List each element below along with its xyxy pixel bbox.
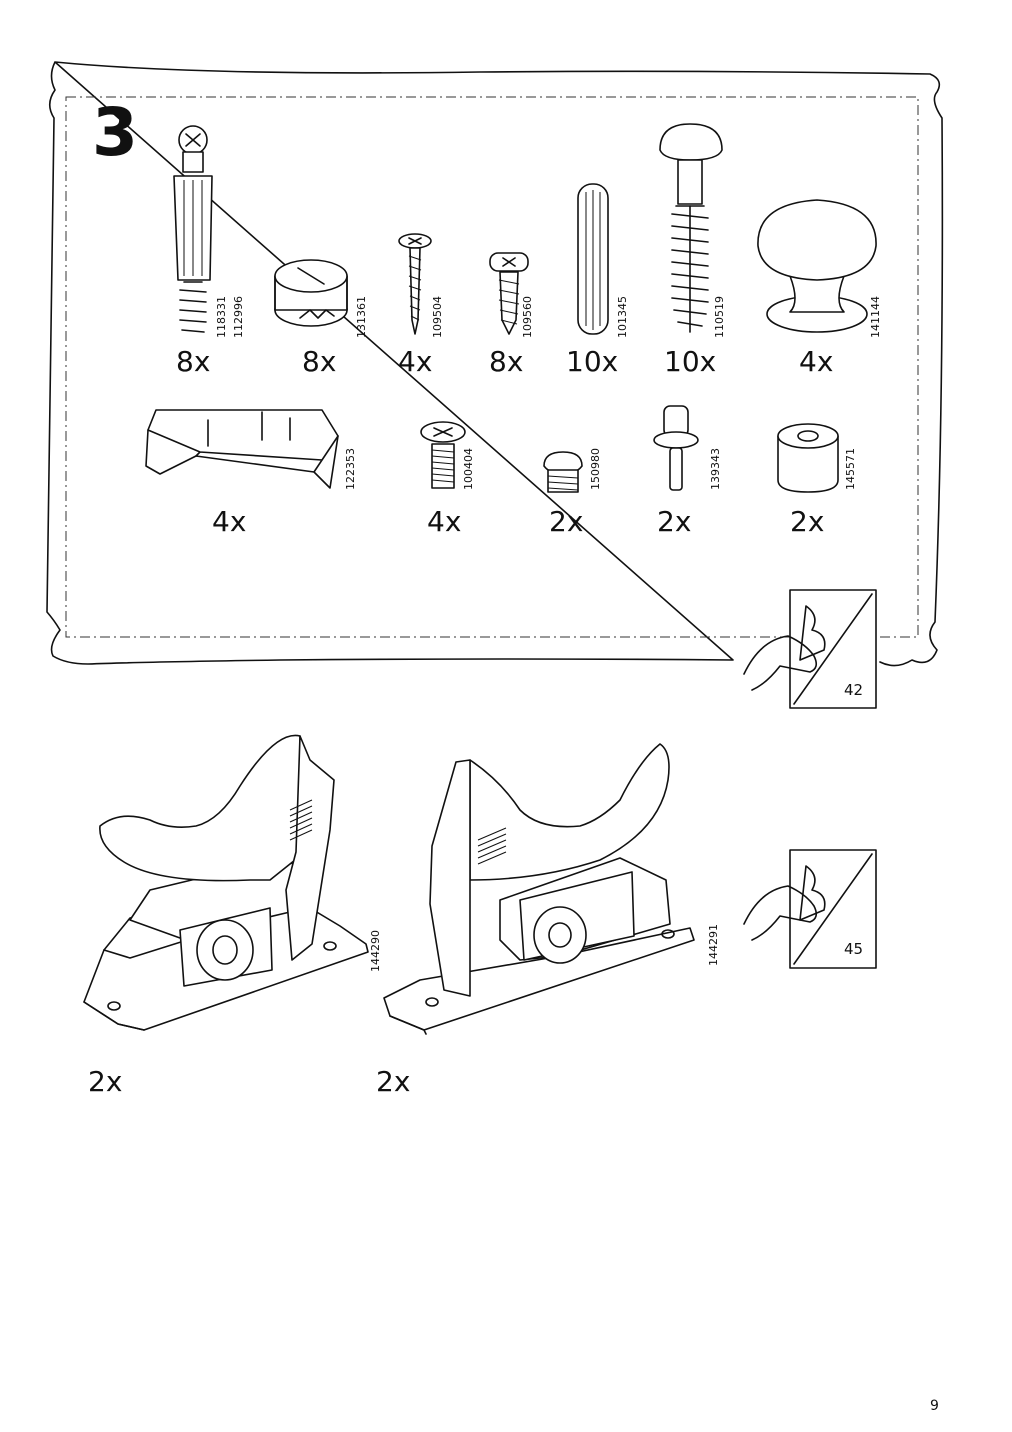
spacer-icon <box>777 423 839 493</box>
right-hinge-illustration <box>383 743 695 1035</box>
page-turn-icon-42 <box>743 589 877 709</box>
plastic-plug-icon <box>659 123 723 333</box>
qty-bracket: 4x <box>212 505 247 538</box>
qty-spacer: 2x <box>790 505 825 538</box>
qty-knob: 4x <box>799 345 834 378</box>
part-number: 139343 <box>709 448 722 490</box>
part-number: 101345 <box>616 296 629 338</box>
shelf-pin-icon <box>653 405 699 491</box>
qty-threaded-insert: 2x <box>549 505 584 538</box>
hinge-part-number: 144291 <box>707 924 720 966</box>
part-number: 110519 <box>713 296 726 338</box>
page-ref-45: 45 <box>844 940 864 958</box>
hinge-part-number: 144290 <box>369 930 382 972</box>
cam-bolt-icon <box>173 125 213 333</box>
wood-screw-icon <box>398 233 432 335</box>
qty-left-hinge: 2x <box>88 1065 123 1098</box>
page-number: 9 <box>930 1398 939 1414</box>
qty-wooden-dowel: 10x <box>566 345 619 378</box>
qty-shelf-pin: 2x <box>657 505 692 538</box>
part-number: 131361 <box>355 296 368 338</box>
part-number: 100404 <box>462 448 475 490</box>
part-number: 109504 <box>431 296 444 338</box>
qty-short-screw: 8x <box>489 345 524 378</box>
part-number: 141144 <box>869 296 882 338</box>
bag-outline <box>46 61 944 667</box>
page-turn-icon-45 <box>743 849 877 969</box>
short-screw-icon <box>489 252 529 335</box>
threaded-insert-icon <box>543 451 583 493</box>
step-number: 3 <box>92 94 138 171</box>
part-number: 122353 <box>344 448 357 490</box>
qty-cam-lock-nut: 8x <box>302 345 337 378</box>
part-number: 150980 <box>589 448 602 490</box>
part-number: 109560 <box>521 296 534 338</box>
page-ref-42: 42 <box>844 681 864 699</box>
part-number: 118331 <box>215 296 228 338</box>
knob-icon <box>757 199 877 333</box>
qty-machine-screw: 4x <box>427 505 462 538</box>
qty-cam-bolt: 8x <box>176 345 211 378</box>
wooden-dowel-icon <box>577 183 609 335</box>
bracket-icon <box>145 409 339 489</box>
part-number: 145571 <box>844 448 857 490</box>
bag-dashed-border <box>65 96 919 638</box>
qty-plastic-plug: 10x <box>664 345 717 378</box>
left-hinge-illustration <box>83 734 369 1031</box>
machine-screw-icon <box>420 421 466 489</box>
qty-wood-screw: 4x <box>398 345 433 378</box>
part-number: 112996 <box>232 296 245 338</box>
qty-right-hinge: 2x <box>376 1065 411 1098</box>
cam-lock-nut-icon <box>274 259 348 327</box>
